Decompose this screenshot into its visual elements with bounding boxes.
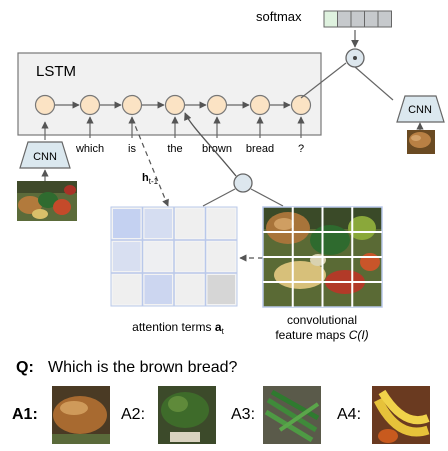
lstm-box bbox=[17, 52, 322, 136]
lstm-cell-node bbox=[290, 94, 312, 116]
word-labels: which is the brown bread? bbox=[75, 116, 305, 155]
softmax-cell bbox=[337, 10, 352, 28]
feature-caption-line1: convolutional bbox=[287, 313, 357, 327]
attention-cell bbox=[144, 242, 172, 271]
attention-grid bbox=[110, 206, 238, 307]
cnn-label-right: CNN bbox=[408, 104, 432, 116]
softmax-cell bbox=[377, 10, 392, 28]
cnn-label-left: CNN bbox=[33, 151, 57, 163]
softmax-cell bbox=[350, 10, 365, 28]
word-token: which bbox=[75, 143, 104, 155]
answer-label-3: A3: bbox=[231, 406, 255, 423]
leafy-greens-photo bbox=[158, 386, 216, 444]
question-prefix: Q: bbox=[16, 359, 34, 376]
lstm-nodes bbox=[34, 94, 312, 116]
attention-cell bbox=[176, 242, 204, 271]
softmax-output-cells bbox=[323, 10, 392, 28]
lstm-cell-node bbox=[121, 94, 143, 116]
feature-caption-line2: feature maps C(I) bbox=[275, 328, 368, 342]
lstm-cell-node bbox=[34, 94, 56, 116]
attention-cell bbox=[113, 242, 141, 271]
hidden-state-arrow bbox=[131, 117, 169, 207]
feature-grid-lines bbox=[262, 206, 383, 308]
word-token: is bbox=[128, 143, 136, 155]
green-beans-photo bbox=[263, 386, 321, 444]
input-image-photo bbox=[17, 181, 77, 221]
attention-cell bbox=[207, 275, 235, 304]
softmax-cell bbox=[364, 10, 379, 28]
lstm-label: LSTM bbox=[36, 63, 76, 80]
brown-bread-photo bbox=[52, 386, 110, 444]
word-token: ? bbox=[298, 143, 304, 155]
combine-node-attention bbox=[233, 173, 253, 193]
hidden-state-label: ht-1 bbox=[142, 172, 159, 186]
softmax-cell bbox=[323, 10, 338, 28]
attention-cell bbox=[113, 209, 141, 238]
attention-cell bbox=[113, 275, 141, 304]
lstm-cell-node bbox=[164, 94, 186, 116]
lstm-cell-node bbox=[249, 94, 271, 116]
cnn-block-left bbox=[19, 141, 71, 169]
attention-cell bbox=[207, 209, 235, 238]
attention-cell bbox=[144, 209, 172, 238]
question-text: Which is the brown bread? bbox=[48, 359, 238, 376]
attention-caption: attention terms at bbox=[132, 320, 224, 336]
bananas-photo bbox=[372, 386, 430, 444]
attention-cell bbox=[144, 275, 172, 304]
answer-label-1: A1: bbox=[12, 406, 38, 423]
attention-cell bbox=[207, 242, 235, 271]
lstm-cell-node bbox=[206, 94, 228, 116]
attention-cell bbox=[176, 275, 204, 304]
word-token: the bbox=[167, 143, 182, 155]
softmax-label: softmax bbox=[256, 9, 302, 24]
cnn-block-right bbox=[396, 95, 445, 123]
candidate-image-photo bbox=[407, 130, 435, 154]
lstm-cell-node bbox=[79, 94, 101, 116]
attention-cell bbox=[176, 209, 204, 238]
answer-label-2: A2: bbox=[121, 406, 145, 423]
answer-label-4: A4: bbox=[337, 406, 361, 423]
word-token: brown bbox=[202, 143, 232, 155]
word-token: bread bbox=[246, 143, 274, 155]
